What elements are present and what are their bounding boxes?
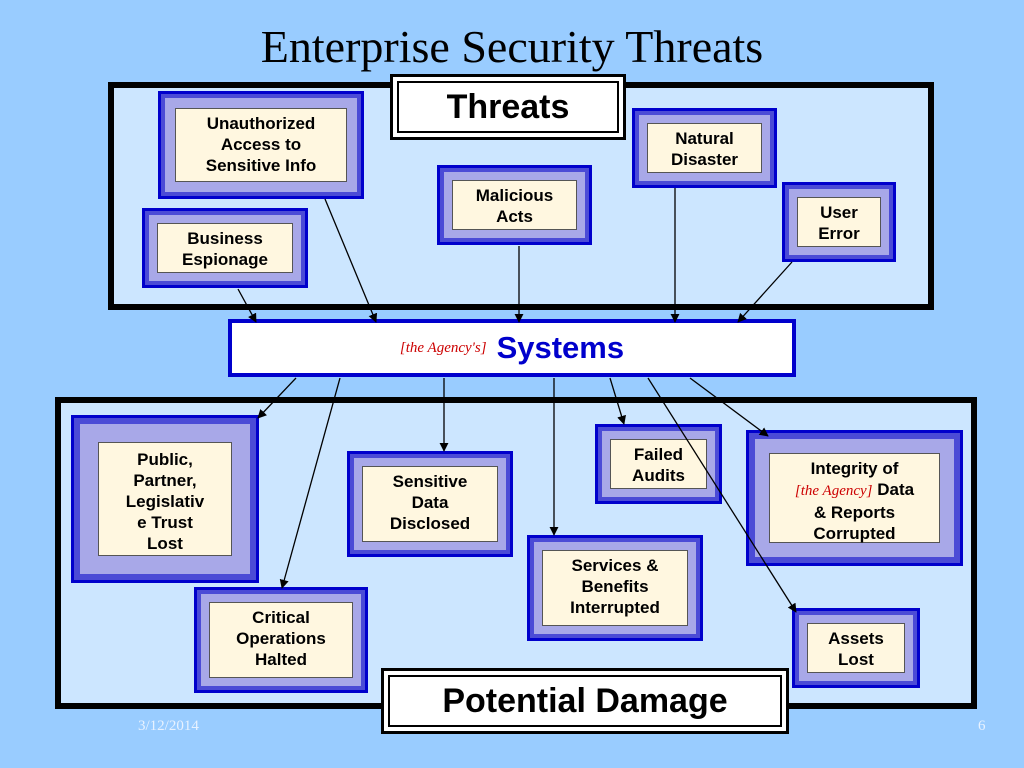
box-text-line: Critical [252, 608, 310, 627]
threats-label-text: Threats [446, 87, 570, 126]
systems-prefix: [the Agency's] [399, 339, 487, 356]
box-text-line: Unauthorized [206, 114, 316, 133]
box-text-line: Disaster [670, 150, 739, 169]
box-text-line: Public, [137, 450, 193, 469]
arrow-systems-to-audits [609, 377, 626, 425]
box-text-line: Operations [236, 629, 326, 648]
arrow-systems-to-critical [279, 377, 341, 589]
box-text-line: Natural [675, 129, 734, 148]
box-text-line: Failed [633, 445, 684, 464]
box-text-line: Lost [838, 650, 874, 669]
box-text-line: Halted [255, 650, 307, 669]
systems-label: Systems [496, 330, 625, 365]
box-text-line: Access to [220, 135, 302, 154]
box-text-line: Acts [496, 207, 533, 226]
integrity-corrupted-box: Integrity of [the Agency] Data & Reports… [746, 430, 963, 566]
box-text-line: Sensitive Info [205, 156, 317, 175]
damage-label-text: Potential Damage [442, 681, 728, 720]
damage-label: Potential Damage [381, 668, 789, 734]
box-text-line: Integrity of [810, 459, 899, 478]
box-text-line: Legislativ [125, 492, 205, 511]
footer-page-number: 6 [978, 718, 986, 734]
footer-date: 3/12/2014 [138, 718, 199, 734]
slide-title: Enterprise Security Threats [260, 21, 764, 72]
threats-label: Threats [390, 74, 626, 140]
box-text-line: Services & [571, 556, 659, 575]
box-text-line: Malicious [475, 186, 554, 205]
systems-box: [the Agency's] Systems [228, 319, 796, 377]
arrow-unauthorized-to-systems [324, 198, 378, 323]
box-text-line: Business [187, 229, 263, 248]
box-text-line: Data [872, 480, 915, 499]
box-text-line: Disclosed [389, 514, 471, 533]
arrow-systems-to-assets [647, 377, 797, 613]
arrow-espionage-to-systems [237, 288, 257, 323]
box-text-line: Audits [632, 466, 685, 485]
arrow-systems-to-trust [257, 377, 297, 419]
box-text-line: Lost [147, 534, 183, 553]
box-text-line: Partner, [133, 471, 197, 490]
box-text-line: Benefits [581, 577, 649, 596]
box-text-line: Interrupted [570, 598, 660, 617]
box-text-line: User [820, 203, 858, 222]
arrow-systems-to-integrity [689, 377, 769, 437]
box-text-line: & Reports [813, 503, 896, 522]
box-text-line: Sensitive [392, 472, 468, 491]
arrow-user-error-to-systems [737, 261, 793, 323]
box-text-line: Error [818, 224, 860, 243]
box-text-line: Corrupted [813, 524, 896, 543]
box-text-line: Espionage [182, 250, 268, 269]
box-text-line: [the Agency] [794, 483, 873, 499]
box-text-line: Assets [828, 629, 884, 648]
box-text-line: Data [411, 493, 449, 512]
box-text-line: e Trust [137, 513, 193, 532]
